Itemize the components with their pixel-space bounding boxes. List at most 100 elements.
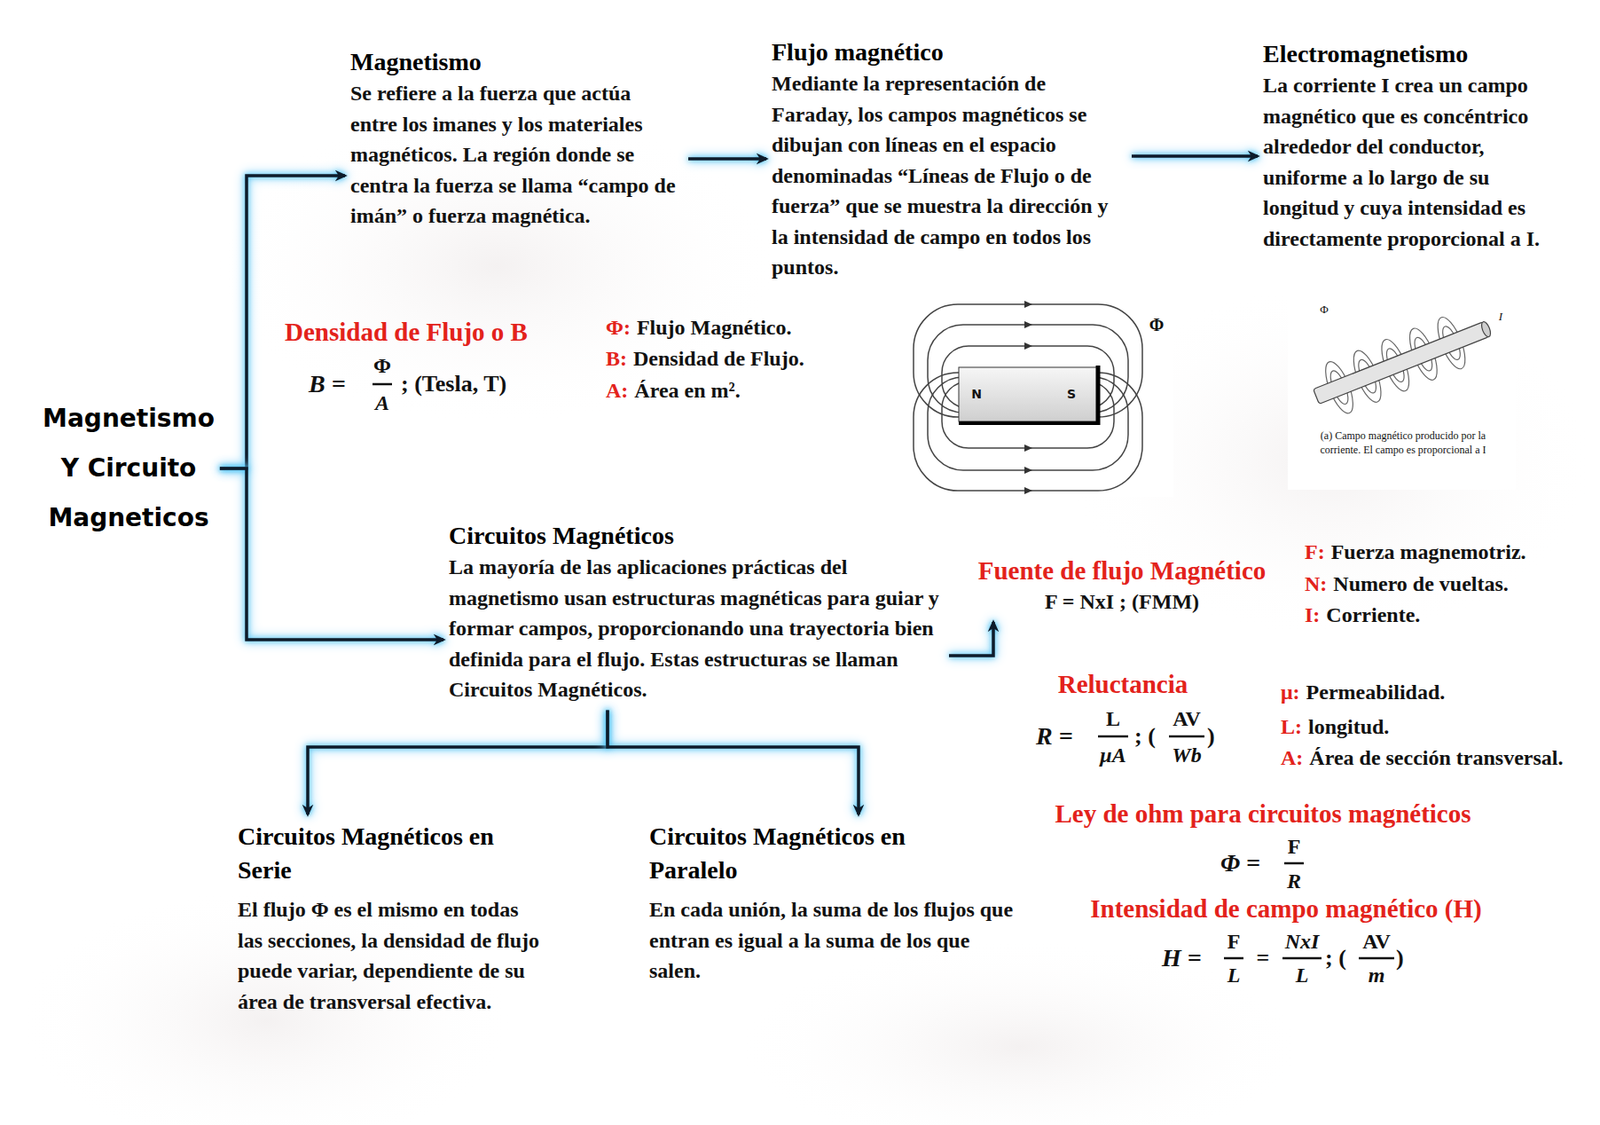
node-heading: Circuitos Magnéticos en Paralelo — [649, 819, 934, 887]
topic-node: Flujo magnéticoMediante la representació… — [771, 36, 1127, 283]
fraction-bar — [1358, 956, 1395, 960]
conductor-end — [1480, 320, 1493, 338]
magnet-edge — [958, 421, 1100, 425]
formula-term: R = — [1035, 721, 1074, 750]
node-body: Se refiere a la fuerza que actúa entre l… — [350, 78, 683, 232]
topic-node: Circuitos Magnéticos en Paralelo En cada … — [649, 819, 1022, 987]
topic-node: MagnetismoSe refiere a la fuerza que act… — [350, 46, 683, 232]
formula-term: ) — [1396, 944, 1404, 971]
node-body: La corriente I crea un campo magnético q… — [1262, 70, 1569, 254]
section-heading: Intensidad de campo magnético (H) — [1090, 894, 1482, 923]
formula-term: A — [375, 391, 390, 416]
root-topic: Magnetismo Y Circuito Magneticos — [42, 393, 215, 543]
formula-term: NxI — [1285, 929, 1320, 954]
formula-text: F = NxI ; (FMM) — [957, 586, 1287, 617]
variable-definition: Numero de vueltas. — [1333, 572, 1509, 597]
bar-magnet-figure — [893, 285, 1174, 497]
conductor-figure — [1306, 302, 1500, 423]
formula-term: ; ( — [1134, 722, 1156, 749]
connector-arrow — [307, 710, 608, 816]
section-heading: Ley de ohm para circuitos magnéticos — [1054, 799, 1471, 828]
pole-letter: N — [971, 387, 982, 402]
formula-term: ; ( — [1325, 944, 1347, 971]
variable-definition: Flujo Magnético. — [636, 315, 793, 340]
fraction-bar — [1284, 862, 1304, 865]
node-heading: Magnetismo — [350, 46, 683, 79]
formula-term: = — [1256, 944, 1271, 971]
node-body: El flujo Φ es el mismo en todas las secc… — [237, 894, 549, 1017]
fraction-bar — [372, 383, 393, 386]
formula-term: B = — [308, 369, 346, 398]
formula-heading: Fuente de flujo Magnético — [957, 554, 1287, 587]
symbol-label: Φ — [1149, 314, 1165, 335]
variable-definition: longitud. — [1308, 714, 1389, 739]
node-body: La mayoría de las aplicaciones prácticas… — [448, 551, 946, 706]
section-heading: Reluctancia — [1058, 669, 1189, 699]
root-title: Magnetismo Y Circuito Magneticos — [42, 393, 215, 543]
topic-node: Circuitos MagnéticosLa mayoría de las ap… — [448, 519, 946, 706]
formula-term: Wb — [1171, 743, 1201, 768]
node-body: En cada unión, la suma de los flujos que… — [649, 894, 1022, 987]
connector-arrow — [688, 156, 767, 161]
connector-arrow — [949, 621, 994, 656]
fraction-bar — [1168, 735, 1205, 738]
variable-symbol: L: — [1280, 714, 1302, 739]
symbol-label: Φ — [1319, 303, 1329, 317]
conductor-figure — [1287, 287, 1516, 490]
node-heading: Circuitos Magnéticos en Serie — [237, 819, 522, 887]
connectors — [219, 156, 1258, 815]
field-arrow-ticks — [1024, 342, 1033, 350]
formula-term: F — [1227, 929, 1241, 954]
magnet-body — [958, 367, 1098, 422]
formula-term: L — [1105, 706, 1121, 731]
formula-term: H = — [1161, 943, 1202, 972]
section-heading: Densidad de Flujo o B — [284, 317, 528, 346]
variable-symbol: N: — [1304, 572, 1327, 597]
fraction-bar — [372, 384, 1395, 958]
fraction-bar — [1098, 735, 1129, 738]
variable-symbol: F: — [1304, 540, 1326, 565]
connector-arrow — [607, 710, 859, 816]
formula-term: L — [1227, 963, 1241, 988]
background-blots — [736, 940, 1304, 1125]
field-arrow-ticks — [1024, 466, 1033, 474]
formula-term: L — [1295, 963, 1310, 988]
variable-definition: Permeabilidad. — [1306, 680, 1446, 705]
conductor-figure — [1287, 287, 1516, 490]
formula-term: AV — [1362, 929, 1391, 954]
field-arrow-ticks — [1024, 444, 1033, 452]
formula-term: ) — [1207, 722, 1216, 749]
connector-arrow — [1131, 154, 1258, 158]
field-arrow-ticks — [1024, 486, 1033, 495]
formula-term: μA — [1099, 743, 1126, 768]
field-arrow-ticks — [1024, 300, 1033, 308]
node-heading: Flujo magnético — [771, 36, 1127, 69]
variable-definition: Densidad de Flujo. — [633, 346, 805, 371]
magnet-edge — [1096, 365, 1101, 425]
variable-symbol: A: — [605, 378, 628, 403]
variable-symbol: I: — [1304, 603, 1320, 628]
variable-definition: Área de sección transversal. — [1309, 745, 1563, 770]
formula-term: ; (Tesla, T) — [400, 370, 507, 397]
variable-symbol: μ: — [1280, 680, 1301, 705]
variable-definition: Corriente. — [1325, 603, 1420, 628]
node-heading: Circuitos Magnéticos — [448, 519, 946, 552]
conductor-rod — [1313, 321, 1490, 405]
formula-node: Fuente de flujo MagnéticoF = NxI ; (FMM) — [957, 554, 1287, 617]
field-arrow-ticks — [1024, 321, 1033, 329]
figure-caption: (a) Campo magnético producido por la cor… — [1312, 429, 1495, 457]
variable-definition: Área en m². — [634, 378, 740, 403]
formula-term: R — [1286, 869, 1302, 894]
bar-magnet-figure — [893, 285, 1174, 497]
connector-arrow — [219, 468, 444, 640]
variable-symbol: A: — [1280, 745, 1303, 770]
node-heading: Electromagnetismo — [1262, 38, 1569, 71]
topic-node: Circuitos Magnéticos en Serie El flujo Φ … — [237, 819, 549, 1017]
field-lines — [913, 304, 1143, 491]
variable-symbol: B: — [605, 346, 628, 371]
symbol-label: I — [1498, 310, 1503, 324]
variable-definition: Fuerza magnemotriz. — [1331, 540, 1527, 565]
formula-term: Φ — [373, 353, 392, 378]
